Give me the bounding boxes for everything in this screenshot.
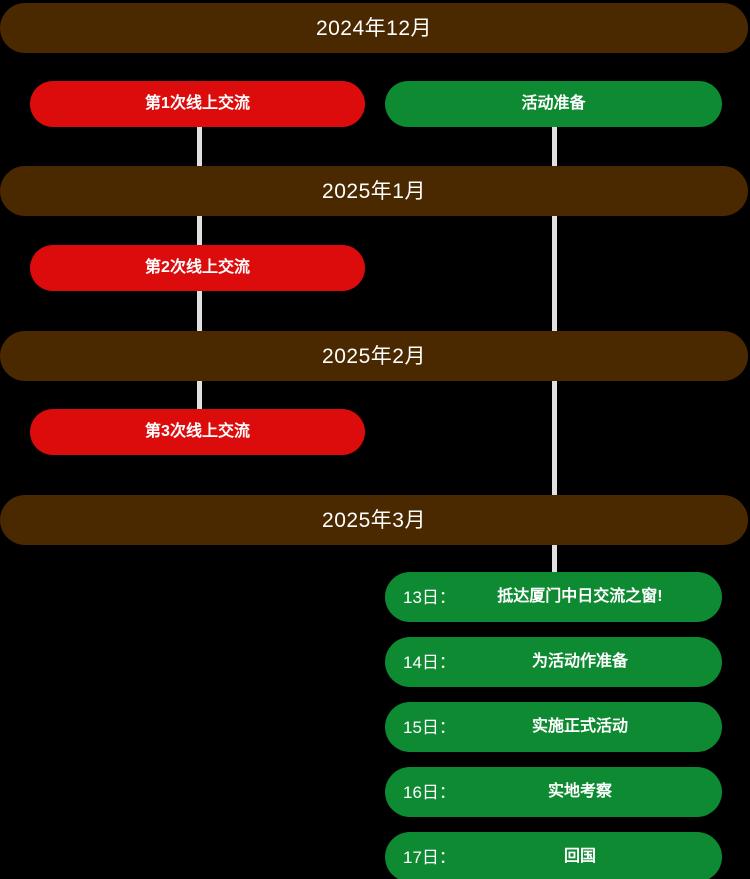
- month-label: 2025年3月: [322, 508, 426, 532]
- month-label: 2024年12月: [315, 16, 433, 40]
- event-pill-label: 第2次线上交流: [145, 259, 250, 276]
- month-header-2025-02: 2025年2月: [0, 331, 748, 381]
- day-row-17[interactable]: 17日： 回国: [385, 832, 722, 879]
- day-row-date: 14日：: [403, 652, 456, 672]
- day-row-16[interactable]: 16日： 实地考察: [385, 767, 722, 817]
- month-header-2025-03: 2025年3月: [0, 495, 748, 545]
- event-pill-label: 第1次线上交流: [145, 95, 250, 112]
- month-label: 2025年1月: [322, 179, 426, 203]
- event-pill-preparation[interactable]: 活动准备: [385, 81, 722, 127]
- day-row-15[interactable]: 15日： 实施正式活动: [385, 702, 722, 752]
- day-row-date: 17日：: [403, 847, 456, 867]
- day-row-description: 抵达厦门中日交流之窗!: [497, 588, 663, 605]
- month-label: 2025年2月: [322, 344, 426, 368]
- event-pill-online-3[interactable]: 第3次线上交流: [30, 409, 365, 455]
- day-row-date: 13日：: [403, 587, 456, 607]
- day-row-description: 实施正式活动: [531, 718, 628, 735]
- day-row-date: 15日：: [403, 717, 456, 737]
- month-header-2024-12: 2024年12月: [0, 3, 748, 53]
- day-row-description: 为活动作准备: [531, 653, 628, 670]
- event-pill-online-2[interactable]: 第2次线上交流: [30, 245, 365, 291]
- event-pill-online-1[interactable]: 第1次线上交流: [30, 81, 365, 127]
- day-row-14[interactable]: 14日： 为活动作准备: [385, 637, 722, 687]
- day-row-13[interactable]: 13日： 抵达厦门中日交流之窗!: [385, 572, 722, 622]
- month-header-2025-01: 2025年1月: [0, 166, 748, 216]
- day-row-date: 16日：: [403, 782, 456, 802]
- event-pill-label: 活动准备: [521, 95, 586, 112]
- event-pill-label: 第3次线上交流: [145, 423, 250, 440]
- day-row-description: 回国: [563, 848, 596, 865]
- day-row-description: 实地考察: [547, 783, 612, 800]
